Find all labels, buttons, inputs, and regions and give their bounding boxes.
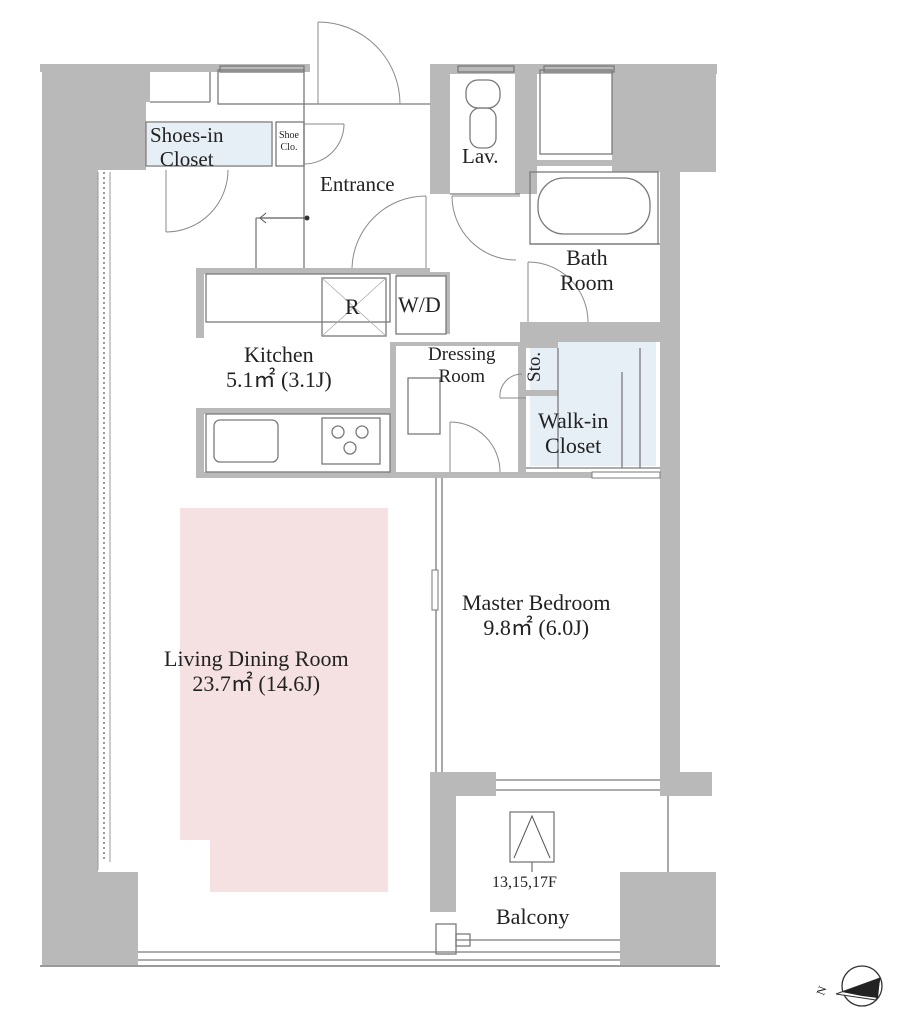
shoes-in-closet-fill	[147, 123, 271, 165]
compass-rose	[835, 965, 883, 1007]
walls	[40, 64, 717, 966]
refrigerator-label: R	[345, 294, 360, 319]
storage-label: Sto.	[524, 351, 546, 382]
shoes-in-closet-label: Shoes-in Closet	[150, 123, 224, 172]
walk-in-closet-fill	[530, 342, 656, 466]
shoe-closet-label: Shoe Clo.	[279, 130, 299, 153]
living-dining-highlight	[180, 508, 388, 892]
floors-note: 13,15,17F	[492, 874, 557, 891]
dressing-room-label: Dressing Room	[428, 344, 496, 387]
bath-room-label: Bath Room	[560, 245, 614, 296]
master-bedroom-label: Master Bedroom 9.8㎡ (6.0J)	[462, 590, 611, 641]
lav-label: Lav.	[462, 144, 499, 168]
walk-in-closet-label: Walk-in Closet	[538, 408, 609, 459]
washer-dryer-label: W/D	[398, 292, 441, 317]
kitchen-label: Kitchen 5.1㎡ (3.1J)	[226, 342, 332, 393]
balcony-label: Balcony	[496, 904, 570, 929]
entrance-label: Entrance	[320, 172, 395, 196]
partitions	[40, 65, 720, 967]
doors	[165, 21, 589, 473]
living-dining-room-label: Living Dining Room 23.7㎡ (14.6J)	[164, 646, 349, 697]
